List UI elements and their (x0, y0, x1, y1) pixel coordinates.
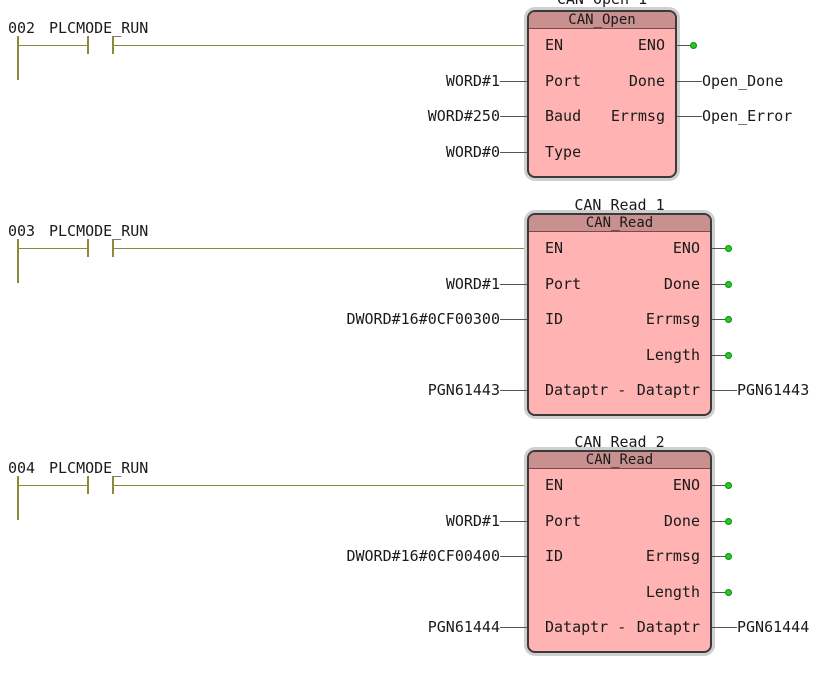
output-connector-dot[interactable] (725, 245, 732, 252)
network-number: 002 (8, 19, 36, 37)
contact-label: PLCMODE_RUN (49, 19, 149, 37)
input-wire (500, 627, 527, 628)
output-connector-dot[interactable] (725, 316, 732, 323)
input-wire (500, 556, 527, 557)
output-pin-label: Dataptr (636, 618, 700, 636)
output-connector-dot[interactable] (690, 42, 697, 49)
output-wire (712, 319, 726, 320)
output-pin-label: Errmsg (645, 547, 700, 565)
output-connector-dot[interactable] (725, 482, 732, 489)
output-wire (712, 591, 726, 593)
contact-left-bar[interactable] (87, 239, 89, 257)
output-wire (712, 627, 737, 628)
output-wire (677, 45, 691, 46)
output-wire (712, 390, 737, 391)
input-argument[interactable]: WORD#0 (445, 142, 500, 161)
input-pin-label: Port (545, 71, 582, 90)
rung-wire (17, 248, 87, 249)
output-argument[interactable]: Open_Done (702, 71, 784, 90)
input-wire (500, 319, 527, 320)
output-argument[interactable]: Open_Error (702, 107, 793, 125)
block-type-header: CAN_Read (529, 452, 710, 469)
contact-label: PLCMODE_RUN (49, 222, 149, 240)
output-pin-label: Length (645, 345, 700, 364)
input-pin-label: Type (545, 142, 582, 161)
output-argument[interactable]: PGN61444 (737, 618, 810, 636)
input-pin-label: Port (545, 511, 582, 530)
input-argument[interactable]: PGN61443 (427, 381, 500, 399)
rung-wire (112, 45, 527, 46)
block-type-header: CAN_Open (529, 12, 675, 29)
network-number: 004 (8, 459, 36, 477)
output-wire (712, 485, 726, 486)
input-pin-label: EN (545, 36, 564, 54)
output-pin-label: Errmsg (645, 310, 700, 328)
input-wire (500, 390, 527, 391)
block-type-header: CAN_Read (529, 215, 710, 232)
input-argument[interactable]: WORD#250 (427, 107, 500, 125)
input-wire (500, 151, 527, 153)
network-number: 003 (8, 222, 36, 240)
contact-left-bar[interactable] (87, 476, 89, 494)
power-rail (17, 36, 19, 80)
output-pin-label: Length (645, 582, 700, 601)
output-connector-dot[interactable] (725, 588, 732, 596)
block-instance-name: CAN_Read_1 (574, 196, 665, 214)
output-connector-dot[interactable] (725, 517, 732, 525)
block-instance-name: CAN_Open_1 (527, 0, 677, 8)
input-pin-label: Port (545, 274, 582, 293)
input-argument[interactable]: WORD#1 (445, 511, 500, 530)
output-wire (677, 80, 702, 82)
output-connector-dot[interactable] (725, 553, 732, 560)
contact-left-bar[interactable] (87, 36, 89, 54)
rung-wire (112, 485, 527, 486)
input-wire (500, 520, 527, 522)
input-argument[interactable]: DWORD#16#0CF00300 (346, 310, 500, 328)
power-rail (17, 239, 19, 283)
input-pin-label: ID (545, 310, 564, 328)
input-pin-label: ID (545, 547, 564, 565)
output-pin-label: Done (628, 71, 665, 90)
output-wire (677, 116, 702, 117)
output-pin-label: ENO (637, 36, 665, 54)
contact-label: PLCMODE_RUN (49, 459, 149, 477)
input-wire (500, 283, 527, 285)
power-rail (17, 476, 19, 520)
input-pin-label: EN (545, 239, 564, 257)
output-pin-label: Done (663, 274, 700, 293)
rung-wire (17, 45, 87, 46)
output-pin-label: Done (663, 511, 700, 530)
output-pin-label: Dataptr (636, 381, 700, 399)
output-wire (712, 283, 726, 285)
rung-wire (17, 485, 87, 486)
input-wire (500, 116, 527, 117)
input-argument[interactable]: WORD#1 (445, 71, 500, 90)
input-wire (500, 80, 527, 82)
input-argument[interactable]: DWORD#16#0CF00400 (346, 547, 500, 565)
input-pin-label: Dataptr - (545, 381, 627, 399)
output-wire (712, 556, 726, 557)
output-pin-label: Errmsg (610, 107, 665, 125)
block-instance-name: CAN_Read_2 (574, 433, 665, 451)
rung-wire (112, 248, 527, 249)
output-argument[interactable]: PGN61443 (737, 381, 810, 399)
output-wire (712, 520, 726, 522)
output-pin-label: ENO (672, 476, 700, 494)
input-argument[interactable]: PGN61444 (427, 618, 500, 636)
input-pin-label: Dataptr - (545, 618, 627, 636)
input-argument[interactable]: WORD#1 (445, 274, 500, 293)
input-pin-label: Baud (545, 107, 582, 125)
output-connector-dot[interactable] (725, 280, 732, 288)
output-connector-dot[interactable] (725, 351, 732, 359)
input-pin-label: EN (545, 476, 564, 494)
output-wire (712, 354, 726, 356)
output-wire (712, 248, 726, 249)
output-pin-label: ENO (672, 239, 700, 257)
